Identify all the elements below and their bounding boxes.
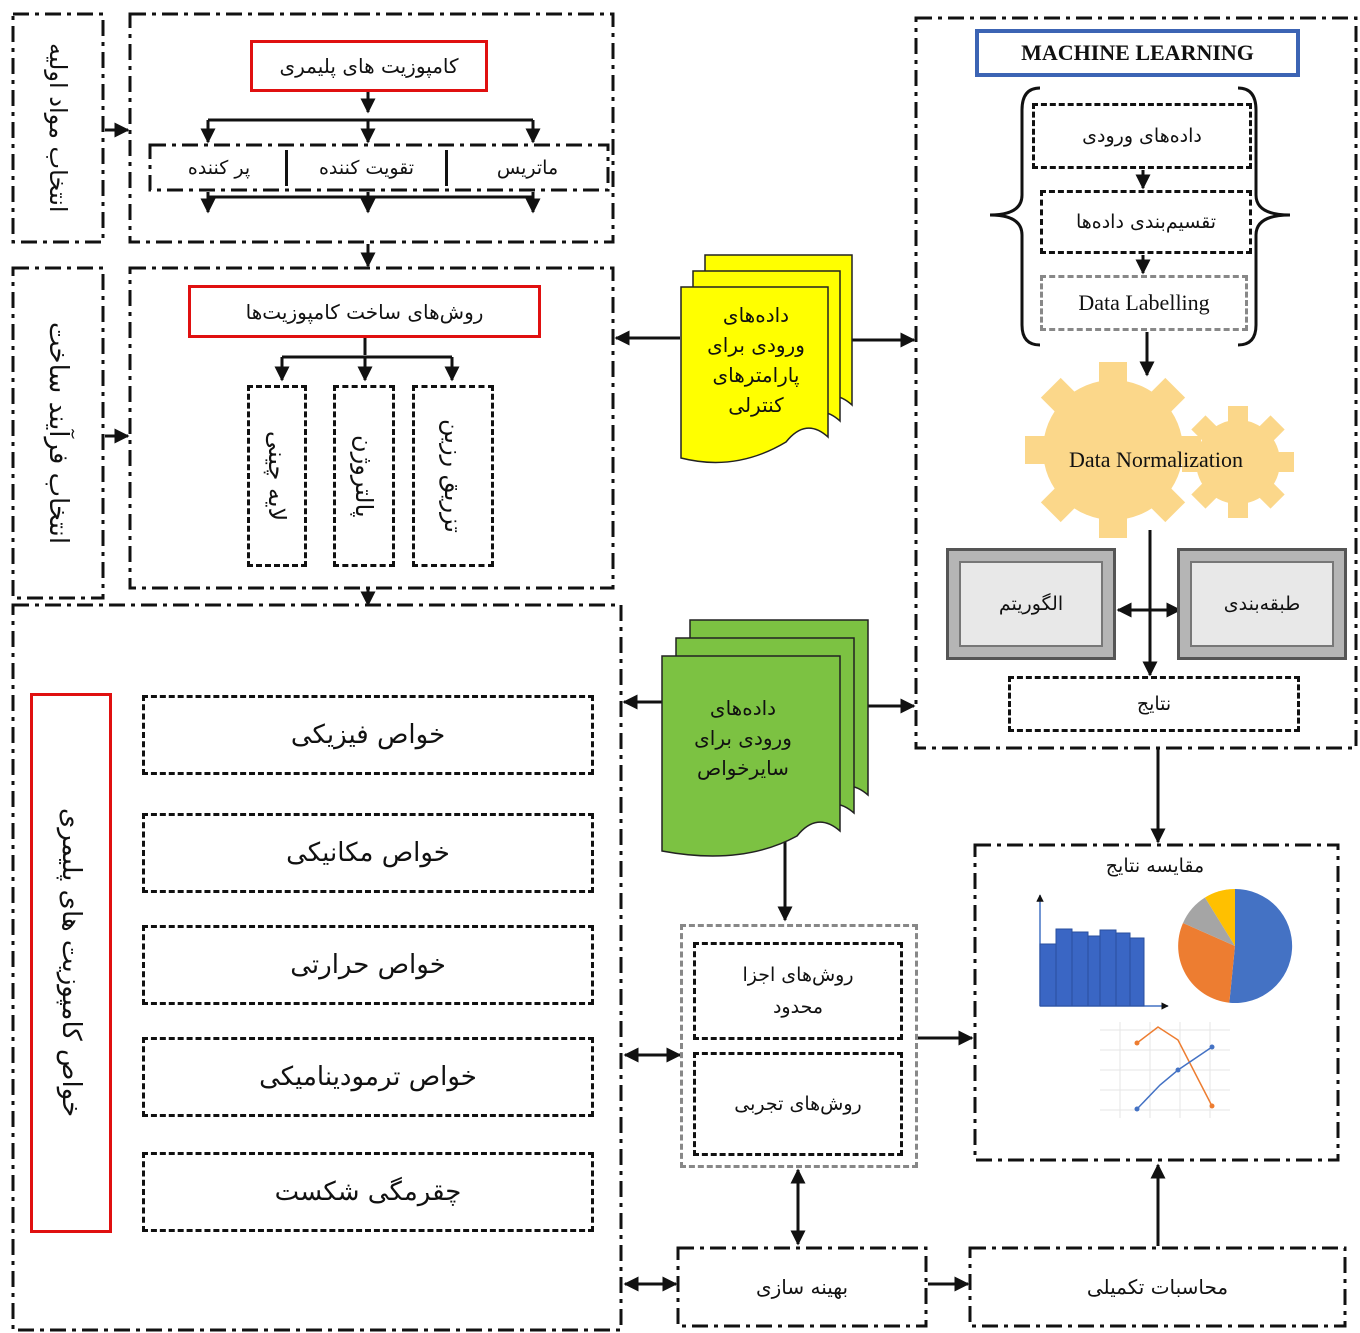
- section-process-selection: انتخاب فرآیند ساخت: [43, 321, 73, 545]
- material-matrix: ماتریس: [445, 150, 607, 186]
- ml-classification: طبقه‌بندی: [1177, 548, 1347, 660]
- materials-title: کامپوزیت های پلیمری: [250, 40, 488, 92]
- other-props-doc: [661, 619, 869, 857]
- methods-group: [680, 924, 918, 1168]
- ml-results: نتایج: [1008, 676, 1300, 732]
- control-params-doc-text: داده‌های ورودی برای پارامترهای کنترلی: [707, 303, 805, 417]
- comparison-line-chart-icon: [1100, 1022, 1230, 1118]
- optimization-label: بهینه سازی: [755, 1275, 849, 1299]
- frame-machine-learning: [914, 16, 1358, 750]
- ml-input-data: داده‌های ورودی: [1032, 103, 1252, 169]
- method-pultrusion: پالتروژن: [333, 385, 395, 567]
- method-experimental: روش‌های تجربی: [693, 1052, 903, 1156]
- frame-fabrication: [128, 266, 615, 590]
- comparison-pie-chart-icon: [1178, 888, 1293, 1003]
- frame-process-label: [11, 266, 105, 600]
- ml-title: MACHINE LEARNING: [975, 29, 1300, 77]
- comparison-title: مقایسه نتایج: [1105, 855, 1205, 877]
- material-reinforcement: تقویت کننده: [285, 150, 445, 186]
- gears-icon: [1025, 362, 1294, 538]
- left-brace: [989, 86, 1041, 347]
- frame-materials: [128, 12, 615, 244]
- property-physical: خواص فیزیکی: [142, 695, 594, 775]
- method-resin-injection: تزریق رزین: [412, 385, 494, 567]
- method-finite-element: روش‌های اجزا محدود: [693, 942, 903, 1040]
- ml-data-labelling: Data Labelling: [1040, 275, 1248, 331]
- comparison-bar-chart-icon: [1036, 894, 1169, 1010]
- frame-optimization: [676, 1246, 928, 1328]
- fabrication-title: روش‌های ساخت کامپوزیت‌ها: [188, 285, 541, 338]
- ml-data-split: تقسیم‌بندی داده‌ها: [1040, 190, 1252, 254]
- supplementary-calculations-label: محاسبات تکمیلی: [1086, 1275, 1229, 1299]
- section-raw-material-selection: انتخاب مواد اولیه: [44, 43, 72, 213]
- other-props-doc-text: داده‌های ورودی برای سایرخواص: [694, 696, 792, 780]
- frame-raw-material-label: [11, 12, 105, 244]
- material-filler: پر کننده: [187, 157, 251, 179]
- composite-properties-label: خواص کامپوزیت های پلیمری: [30, 693, 112, 1233]
- method-lay-up: لایه چینی: [247, 385, 307, 567]
- control-params-doc: [680, 254, 853, 464]
- ml-data-normalization: Data Normalization: [1068, 447, 1244, 472]
- frame-comparison: [973, 843, 1340, 1162]
- right-brace: [1237, 86, 1291, 347]
- property-fracture-toughness: چقرمگی شکست: [142, 1152, 594, 1232]
- ml-algorithm: الگوریتم: [946, 548, 1116, 660]
- frame-material-items: [148, 143, 610, 192]
- property-mechanical: خواص مکانیکی: [142, 813, 594, 893]
- frame-properties: [11, 603, 623, 1332]
- property-thermal: خواص حرارتی: [142, 925, 594, 1005]
- property-thermodynamic: خواص ترمودینامیکی: [142, 1037, 594, 1117]
- frame-supplementary: [968, 1246, 1347, 1328]
